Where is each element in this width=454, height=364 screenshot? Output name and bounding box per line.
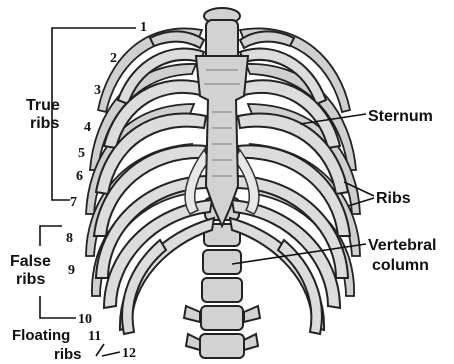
rib-number-9: 9 bbox=[68, 263, 75, 278]
rib-number-12: 12 bbox=[122, 346, 136, 361]
rib-number-6: 6 bbox=[76, 169, 83, 184]
label-floating-ribs: Floating ribs bbox=[12, 327, 120, 363]
anterior-ribs-right bbox=[230, 49, 350, 334]
rib-number-8: 8 bbox=[66, 231, 73, 246]
rib-cage-illustration bbox=[86, 8, 360, 358]
vertebral-column-label-line1: Vertebral bbox=[368, 237, 436, 254]
sternum-label: Sternum bbox=[368, 108, 433, 125]
true-ribs-label-line1: True bbox=[26, 97, 60, 114]
true-ribs-label-line2: ribs bbox=[30, 115, 59, 132]
floating-ribs-leader bbox=[96, 344, 120, 356]
rib-number-5: 5 bbox=[78, 146, 85, 161]
vertebral-column-label-line2: column bbox=[372, 257, 429, 274]
ribs-label: Ribs bbox=[376, 190, 411, 207]
rib-number-2: 2 bbox=[110, 51, 117, 66]
false-ribs-label-line1: False bbox=[10, 253, 51, 270]
rib-number-10: 10 bbox=[78, 312, 92, 327]
rib-number-7: 7 bbox=[70, 195, 77, 210]
false-ribs-bracket bbox=[40, 226, 62, 246]
rib-number-4: 4 bbox=[84, 120, 91, 135]
floating-ribs-label-line2: ribs bbox=[54, 346, 82, 363]
rib-number-11: 11 bbox=[88, 329, 101, 344]
rib-number-3: 3 bbox=[94, 83, 101, 98]
floating-ribs-label-line1: Floating bbox=[12, 327, 70, 344]
false-ribs-label-line2: ribs bbox=[16, 271, 45, 288]
rib-number-1: 1 bbox=[140, 20, 147, 35]
false-ribs-bracket-lower bbox=[40, 296, 76, 318]
